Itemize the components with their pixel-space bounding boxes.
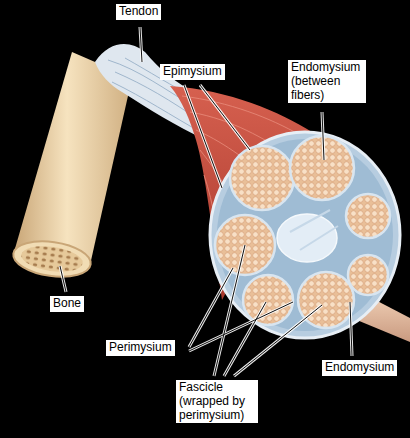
leader-line: [189, 268, 233, 347]
fascicle: [243, 275, 293, 325]
cross-section: [210, 132, 400, 338]
leader-line: [234, 305, 322, 376]
fascicle: [230, 146, 294, 210]
fascicles: [215, 136, 390, 328]
bone-section: [11, 237, 93, 282]
part-label: Tendon: [116, 4, 161, 20]
vessel-highlight: [290, 210, 338, 250]
part-label: Endomysium (between fibers): [288, 60, 366, 103]
epimysium-sheath: [210, 132, 400, 338]
central-vessel: [277, 214, 337, 262]
part-label: Bone: [50, 296, 84, 312]
fascicle: [298, 272, 354, 328]
part-label: Perimysium: [106, 340, 175, 356]
part-label: Endomysium: [322, 360, 397, 376]
fascicle: [346, 194, 390, 238]
leader-line: [60, 266, 66, 292]
leader-line: [214, 245, 245, 376]
leader-line: [184, 85, 222, 188]
leader-line: [140, 27, 142, 62]
leader-line: [224, 302, 266, 376]
part-label: Epimysium: [160, 64, 225, 80]
bone-marrow: [20, 243, 85, 275]
fascicle: [348, 255, 388, 295]
part-label: Fascicle (wrapped by perimysium): [176, 380, 258, 423]
leader-line: [350, 302, 352, 356]
leader-line: [189, 302, 293, 351]
leader-line: [322, 112, 324, 160]
leader-line: [200, 85, 250, 150]
